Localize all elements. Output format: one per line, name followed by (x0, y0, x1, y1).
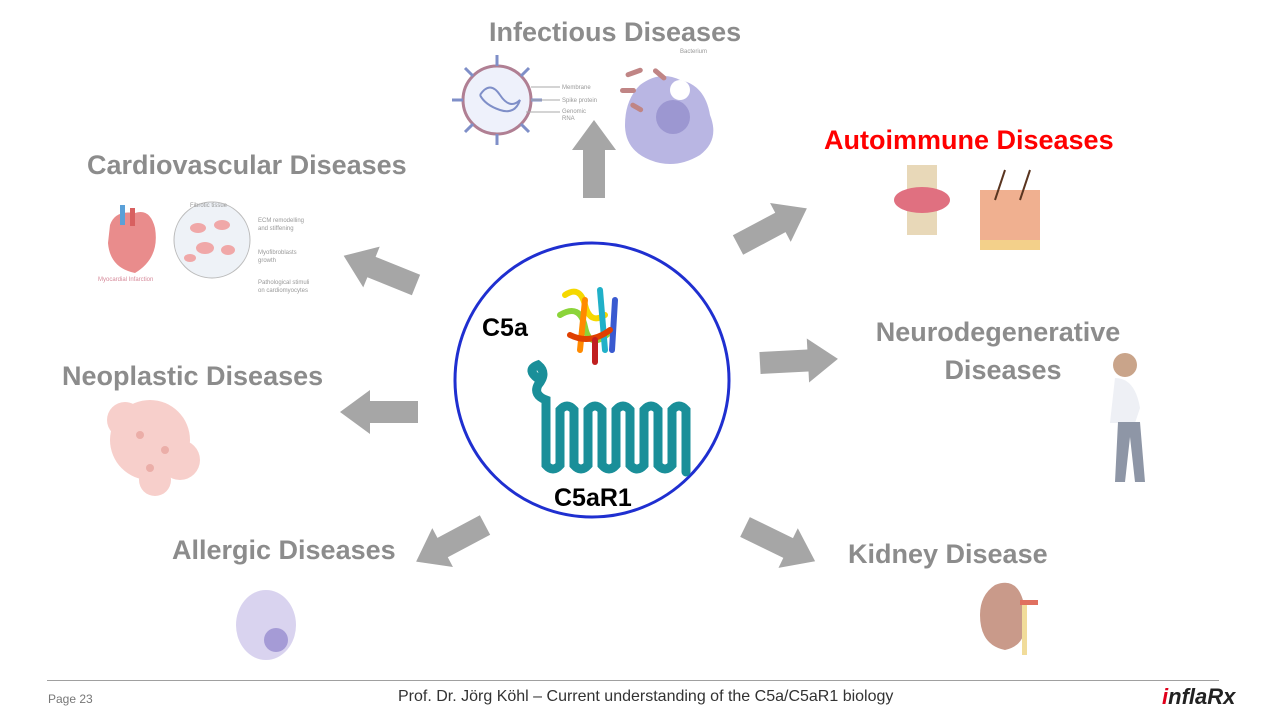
title-neurodegenerative-line2: Diseases (944, 355, 1062, 385)
label-membrane: Membrane (562, 85, 591, 91)
c5ar1-label: C5aR1 (554, 484, 632, 512)
title-neurodegenerative-line1: Neurodegenerative (875, 317, 1121, 347)
label-ecm2: and stiffening (258, 226, 294, 232)
page-number: Page 23 (48, 692, 93, 706)
arrow-infectious (572, 120, 616, 198)
joint-skin-illustration (894, 165, 1040, 250)
title-autoimmune-diseases: Autoimmune Diseases (824, 125, 1114, 155)
footer-divider (47, 680, 1219, 681)
heart-fibrosis-illustration: Fibrotic tissue ECM remodelling and stif… (98, 201, 309, 294)
inflarx-logo: inflaRx (1162, 684, 1236, 709)
label-patho1: Pathological stimuli (258, 280, 309, 286)
label-myo2: growth (258, 258, 276, 264)
c5a-protein-icon (557, 287, 618, 365)
label-fibrotic: Fibrotic tissue (190, 203, 228, 209)
virus-illustration: Membrane Spike protein Genomic RNA (452, 55, 597, 145)
arrow-cardiovascular (335, 235, 425, 306)
title-infectious-diseases: Infectious Diseases (489, 17, 742, 47)
elderly-person-illustration (1110, 353, 1145, 482)
label-myo1: Myofibroblasts (258, 250, 297, 256)
tumor-cells-illustration (107, 400, 200, 496)
label-patho2: on cardiomyocytes (258, 288, 308, 294)
title-neoplastic-diseases: Neoplastic Diseases (62, 361, 324, 391)
label-ecm1: ECM remodelling (258, 218, 304, 224)
c5ar1-receptor-icon (527, 359, 691, 477)
label-bacterium: Bacterium (680, 49, 707, 55)
macrophage-bacterium-illustration: Bacterium (620, 49, 714, 164)
footer-credit: Prof. Dr. Jörg Köhl – Current understand… (398, 688, 894, 705)
arrow-neurodegenerative (758, 336, 840, 385)
label-genomic: Genomic (562, 109, 586, 115)
mast-cell-illustration (236, 590, 296, 660)
arrow-autoimmune (727, 188, 818, 265)
kidney-illustration (980, 582, 1038, 655)
label-spike-protein: Spike protein (562, 98, 597, 104)
title-cardiovascular-diseases: Cardiovascular Diseases (87, 150, 407, 180)
title-kidney-disease: Kidney Disease (848, 539, 1048, 569)
c5a-label: C5a (482, 314, 528, 342)
arrow-neoplastic (340, 390, 418, 434)
label-mi: Myocardial Infarction (98, 277, 153, 283)
arrow-allergic (405, 505, 496, 582)
title-allergic-diseases: Allergic Diseases (172, 535, 396, 565)
label-rna: RNA (562, 116, 575, 122)
arrow-kidney (735, 507, 825, 581)
